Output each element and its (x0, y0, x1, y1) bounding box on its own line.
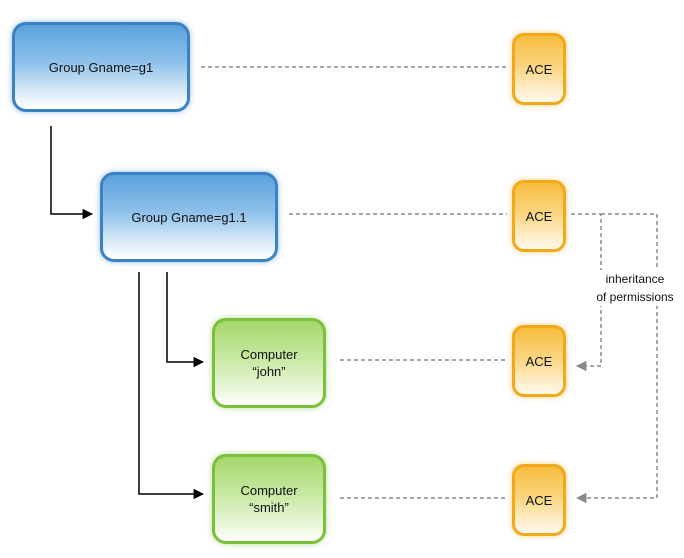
inheritance-annotation-line1: inheritance (605, 272, 665, 286)
computer-node-smith: Computer “smith” (212, 454, 326, 544)
edge-g1-1-to-smith (138, 272, 205, 500)
ace-node-3: ACE (512, 325, 566, 397)
ace-label-3: ACE (525, 353, 553, 369)
ace-node-2: ACE (512, 180, 566, 252)
computer-label-john-line2: “john” (252, 364, 286, 379)
group-node-g1: Group Gname=g1 (12, 22, 190, 112)
ace-label-4: ACE (525, 492, 553, 508)
inheritance-annotation: inheritance of permissions (588, 270, 682, 306)
computer-node-john: Computer “john” (212, 318, 326, 408)
ace-label-2: ACE (525, 208, 553, 224)
group-label-g1-1: Group Gname=g1.1 (131, 209, 247, 225)
group-label-g1: Group Gname=g1 (48, 59, 154, 75)
computer-label-smith-line2: “smith” (249, 500, 289, 515)
computer-label-john-line1: Computer (240, 347, 298, 362)
edge-g1-to-g1-1 (50, 126, 94, 220)
edge-inherit-to-smith-ace (575, 213, 658, 504)
inheritance-annotation-line2: of permissions (596, 290, 674, 304)
ace-label-1: ACE (525, 61, 553, 77)
computer-label-smith-line1: Computer (240, 483, 298, 498)
edge-g1-1-to-john (166, 272, 205, 368)
group-node-g1-1: Group Gname=g1.1 (100, 172, 278, 262)
ace-node-4: ACE (512, 464, 566, 536)
ace-node-1: ACE (512, 33, 566, 105)
